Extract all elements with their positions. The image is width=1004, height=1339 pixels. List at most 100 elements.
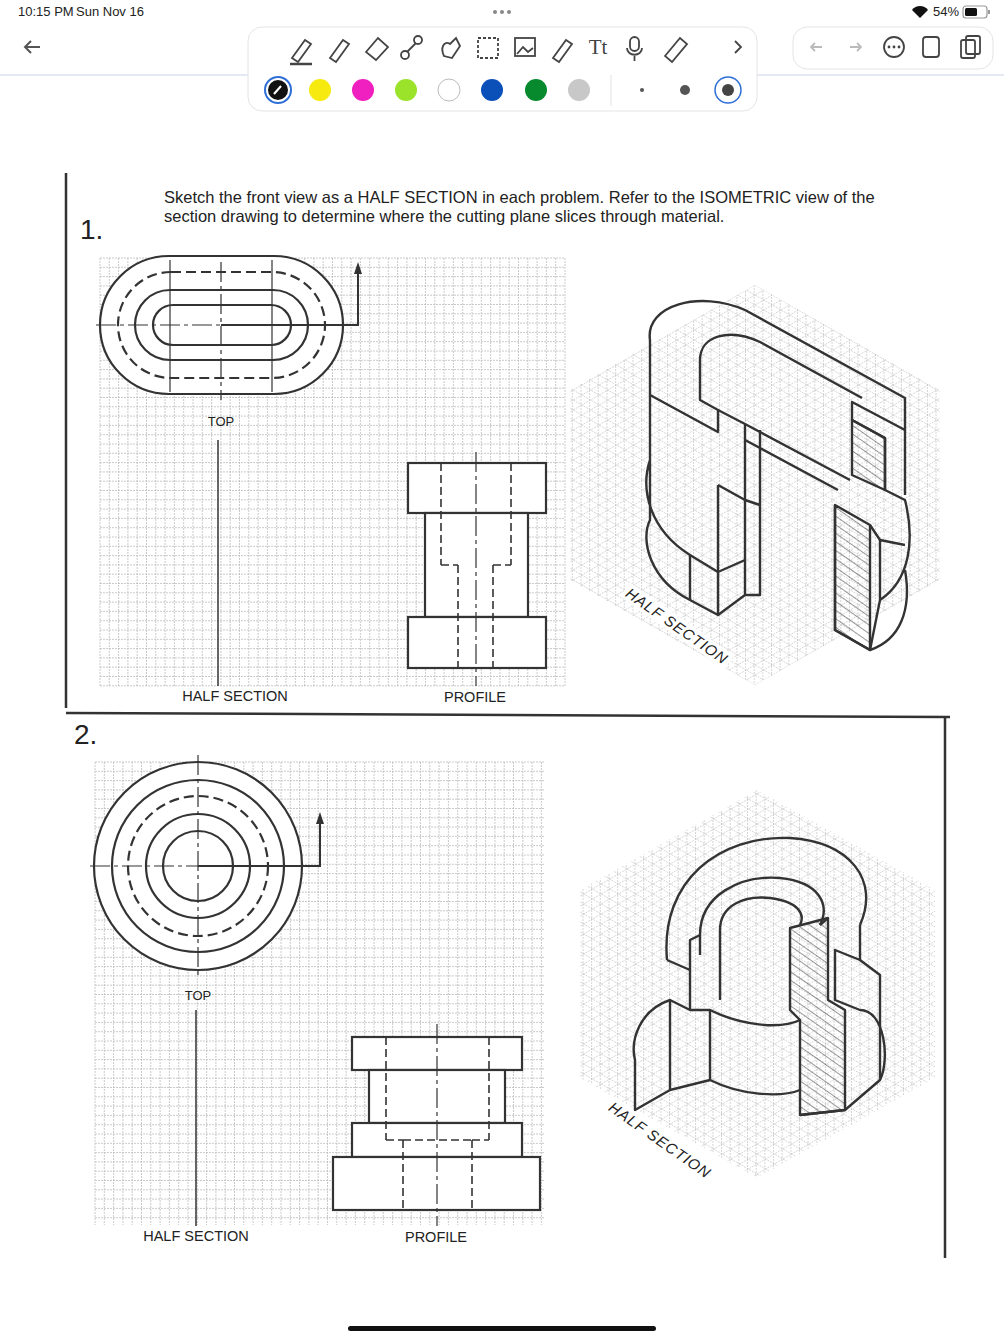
toolbar <box>0 6 1004 111</box>
isometric-grid-part <box>557 1229 957 1339</box>
toolbar-part <box>248 27 757 111</box>
isometric-grid-part <box>555 30 955 261</box>
isometric-grid-part <box>555 620 955 851</box>
isometric-section-2-part <box>720 897 802 930</box>
isometric-grid-part <box>557 679 957 910</box>
isometric-grid-part <box>557 1079 957 1310</box>
more-dots-part <box>893 46 896 49</box>
isometric-grid-part <box>555 60 955 291</box>
isometric-grid-part <box>555 50 955 281</box>
isometric-grid-part <box>693 285 694 685</box>
profile-view-1-part <box>475 452 476 686</box>
profile-view-1 <box>408 452 546 686</box>
square-grid-part <box>369 258 370 687</box>
isometric-grid-part <box>555 450 955 681</box>
tool-icons-part <box>884 37 904 57</box>
square-grid-part <box>100 444 565 445</box>
square-grid-part <box>100 397 565 398</box>
tool-icons-part <box>923 37 939 57</box>
square-grid-part <box>95 762 96 1225</box>
isometric-section-2-part <box>670 1010 710 1090</box>
isometric-grid-part <box>557 1099 957 1330</box>
isometric-grid-part <box>695 784 696 1184</box>
isometric-grid-part <box>555 500 955 731</box>
color-swatches-part <box>274 86 281 94</box>
isometric-grid-part <box>557 889 957 1120</box>
isometric-grid-part <box>860 784 861 1184</box>
isometric-grid-part <box>710 285 711 685</box>
isometric-grid-part <box>555 50 955 281</box>
isometric-grid-part <box>555 360 955 591</box>
profile-view-1-part-part <box>440 463 442 565</box>
color-swatches-part <box>309 79 331 101</box>
square-grid-part <box>95 975 545 976</box>
isometric-section-2-part <box>820 918 880 1080</box>
isometric-grid-part <box>557 669 957 900</box>
problem-number: 1. <box>80 214 103 246</box>
isometric-grid-part <box>555 570 955 801</box>
square-grid-part <box>555 258 556 687</box>
top-view-1-part <box>221 272 358 325</box>
isometric-section-2-part <box>634 970 690 1110</box>
isometric-grid-part <box>624 285 625 685</box>
square-grid-part <box>95 994 545 995</box>
isometric-grid-part <box>557 1189 957 1339</box>
isometric-grid-part <box>557 749 957 980</box>
isometric-grid-part <box>555 240 955 471</box>
isometric-grid-part <box>555 420 955 651</box>
isometric-grid-part <box>555 340 955 571</box>
isometric-grid-part <box>557 529 957 760</box>
tool-icons-part <box>366 38 388 60</box>
isometric-grid-part <box>557 619 957 850</box>
isometric-grid-part <box>557 789 957 1020</box>
square-grid-part <box>388 258 389 687</box>
isometric-grid-part <box>555 650 955 881</box>
isometric-grid-part <box>557 969 957 1200</box>
isometric-grid-part <box>557 849 957 1080</box>
status-date: Sun Nov 16 <box>76 5 144 20</box>
isometric-grid-part <box>557 1149 957 1339</box>
isometric-grid-part <box>555 210 955 441</box>
isometric-grid-part <box>557 599 957 830</box>
color-swatches-part <box>352 79 374 101</box>
isometric-grid-part <box>555 240 955 471</box>
isometric-grid-part <box>555 660 955 891</box>
isometric-grid-part <box>555 430 955 661</box>
isometric-grid-part <box>557 1139 957 1339</box>
square-grid-part <box>100 434 565 435</box>
isometric-grid-part <box>555 220 955 451</box>
isometric-grid-part <box>557 1009 957 1240</box>
isometric-grid-part <box>555 570 955 801</box>
square-grid-part <box>397 258 398 687</box>
isometric-grid-part <box>555 370 955 601</box>
sheet-rules-part <box>348 1326 656 1331</box>
isometric-grid-part <box>555 670 955 901</box>
isometric-section-1-part <box>870 525 907 650</box>
square-grid-part <box>95 762 545 763</box>
isometric-grid-part <box>557 479 957 710</box>
square-grid-part <box>100 564 565 565</box>
isometric-grid-part <box>557 1209 957 1339</box>
isometric-grid-part <box>557 1039 957 1270</box>
isometric-grid-part <box>910 285 911 685</box>
top-view-1-part <box>217 440 219 686</box>
isometric-grid-part <box>557 1129 957 1339</box>
color-swatches-part <box>268 80 288 100</box>
isometric-grid-part <box>557 579 957 810</box>
isometric-grid-part <box>555 410 955 641</box>
isometric-grid-part <box>555 620 955 851</box>
isometric-grid-part <box>555 285 556 685</box>
isometric-grid-part <box>555 200 955 431</box>
isometric-grid-part <box>557 1029 957 1260</box>
isometric-grid-part <box>557 999 957 1230</box>
top-view-1-part <box>354 262 362 274</box>
view-label: HALF SECTION <box>179 688 291 705</box>
isometric-grid-part <box>600 784 601 1184</box>
square-grid-part <box>95 1217 545 1218</box>
battery-percent: 54% <box>933 5 959 20</box>
profile-view-1-part <box>408 463 546 513</box>
isometric-grid-part <box>555 200 955 431</box>
isometric-grid-part <box>555 0 955 200</box>
isometric-grid-part <box>557 569 957 800</box>
top-view-2-part <box>90 865 198 866</box>
